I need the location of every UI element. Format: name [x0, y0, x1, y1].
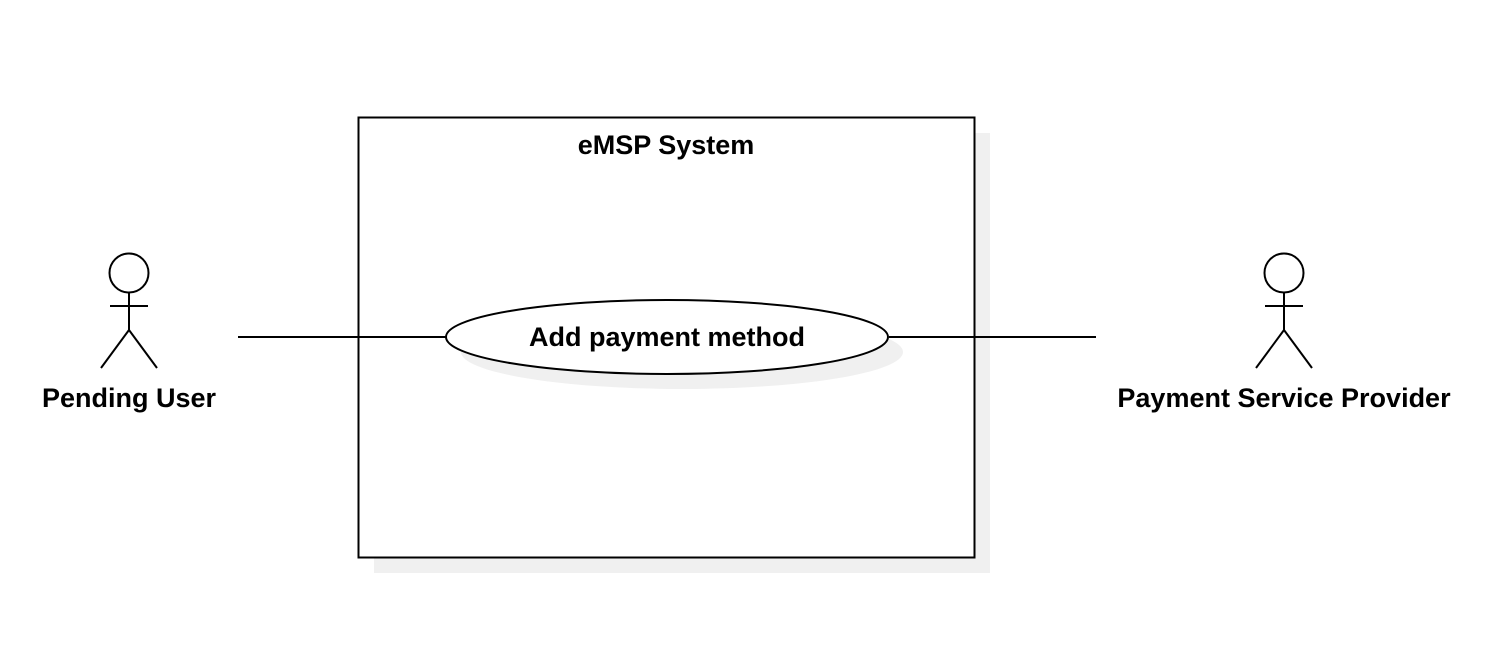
actor-left-leg-icon — [100, 329, 130, 369]
actor-label-payment-service-provider: Payment Service Provider — [1117, 383, 1451, 413]
actor-pending-user[interactable] — [100, 252, 158, 369]
system-title: eMSP System — [578, 130, 755, 160]
actor-head-icon — [108, 252, 150, 294]
actor-right-leg-icon — [1283, 329, 1313, 369]
use-case-ellipse[interactable] — [445, 299, 889, 375]
actor-right-leg-icon — [128, 329, 158, 369]
actor-left-leg-icon — [1255, 329, 1285, 369]
actor-payment-service-provider[interactable] — [1255, 252, 1313, 369]
actor-label-pending-user: Pending User — [42, 383, 217, 413]
use-case-label: Add payment method — [529, 322, 805, 352]
actor-head-icon — [1263, 252, 1305, 294]
